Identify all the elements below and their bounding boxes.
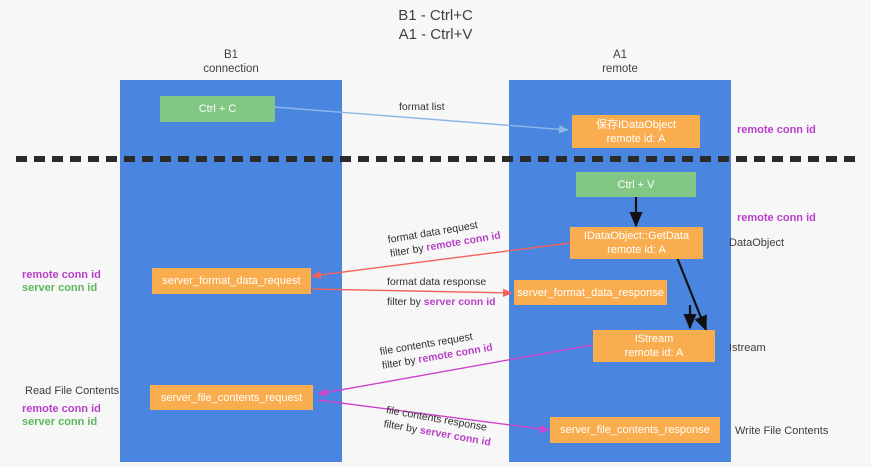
node-server-file-contents-response[interactable]: server_file_contents_response [550, 417, 720, 443]
annotation-right-remote-conn-id-top: remote conn id [737, 124, 816, 136]
node-server-format-data-response-label: server_format_data_response [517, 286, 664, 299]
annotation-left-remote-conn-id: remote conn id [22, 269, 101, 281]
node-istream[interactable]: IStream remote id: A [593, 330, 715, 362]
edge-label-format-data-response-prefix: filter by [387, 296, 424, 308]
node-idataobject-getdata[interactable]: IDataObject::GetData remote id: A [570, 227, 703, 259]
annotation-right-dataobject: DataObject [729, 237, 785, 249]
node-server-format-data-request-label: server_format_data_request [162, 275, 301, 287]
title-line-2: A1 - Ctrl+V [398, 26, 473, 43]
node-server-format-data-response[interactable]: server_format_data_response [514, 280, 667, 305]
node-save-idataobject-line1: 保存IDataObject [595, 118, 677, 131]
column-header-b1-line2: connection [203, 63, 259, 75]
edge-label-format-list-line1: format list [399, 101, 445, 113]
edge-label-file-contents-response: file contents response filter by server … [383, 403, 495, 449]
edge-label-format-data-response-line1: format data response [387, 276, 487, 288]
annotation-right-remote-conn-id-mid: remote conn id [737, 212, 816, 224]
node-idataobject-getdata-line1: IDataObject::GetData [583, 230, 690, 242]
column-header-b1-line1: B1 [223, 49, 239, 61]
annotation-left-read-file-contents: Read File Contents [25, 385, 120, 397]
node-ctrl-c[interactable]: Ctrl + C [160, 96, 275, 122]
node-idataobject-getdata-line2: remote id: A [607, 244, 666, 256]
edge-label-file-contents-request: file contents request filter by remote c… [379, 327, 494, 373]
node-ctrl-v-label: Ctrl + V [617, 178, 655, 191]
node-server-file-contents-request-label: server_file_contents_request [160, 391, 303, 404]
annotation-right-write-file-contents: Write File Contents [735, 425, 829, 437]
column-header-a1-line2: remote [602, 63, 638, 75]
edge-label-format-data-response-key: server conn id [423, 296, 496, 308]
node-ctrl-c-label: Ctrl + C [198, 103, 237, 115]
column-header-a1-line1: A1 [612, 49, 628, 61]
node-istream-line2: remote id: A [624, 347, 684, 359]
annotation-left-server-conn-id: server conn id [22, 282, 98, 294]
node-server-file-contents-response-label: server_file_contents_response [560, 424, 710, 436]
annotation-left-remote-conn-id-2: remote conn id [22, 403, 101, 415]
edge-label-format-data-response: format data response filter by server co… [387, 275, 496, 309]
node-istream-line1: IStream [634, 333, 674, 345]
column-header-a1: A1 remote [509, 48, 731, 76]
annotation-right-istream: Istream [729, 342, 766, 354]
node-save-idataobject-line2: remote id: A [606, 132, 666, 145]
node-ctrl-v[interactable]: Ctrl + V [576, 172, 696, 197]
node-save-idataobject[interactable]: 保存IDataObject remote id: A [572, 115, 700, 148]
page-title: B1 - Ctrl+C A1 - Ctrl+V [0, 6, 871, 44]
annotation-left-server-conn-id-2: server conn id [22, 416, 98, 428]
edge-label-format-data-request: format data request filter by remote con… [387, 215, 502, 261]
phase-divider [16, 156, 856, 162]
column-header-b1: B1 connection [120, 48, 342, 76]
node-server-format-data-request[interactable]: server_format_data_request [152, 268, 311, 294]
edge-label-format-list: format list [399, 100, 445, 114]
title-line-1: B1 - Ctrl+C [398, 7, 473, 24]
node-server-file-contents-request[interactable]: server_file_contents_request [150, 385, 313, 410]
